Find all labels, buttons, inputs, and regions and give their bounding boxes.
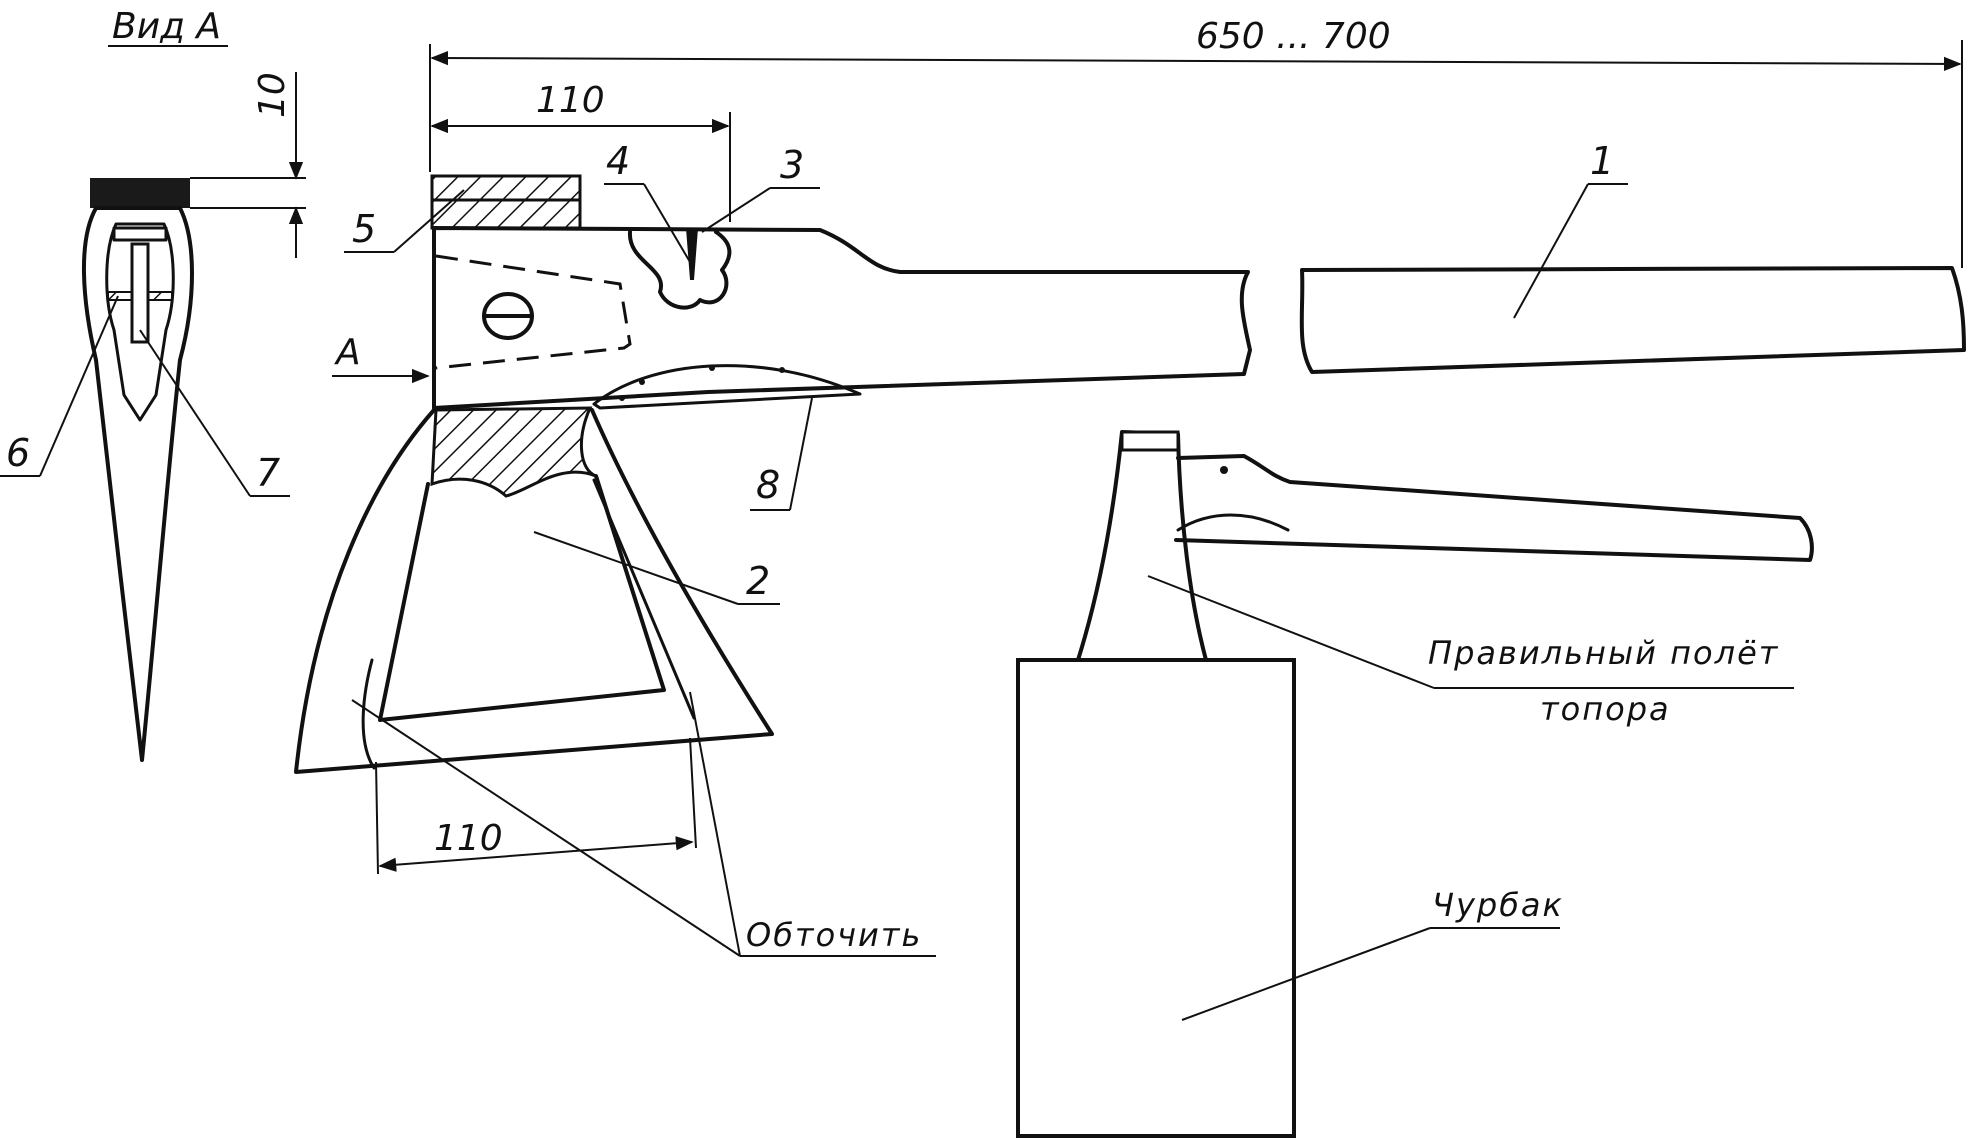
callout-7: 7 xyxy=(256,451,280,495)
head-cap xyxy=(430,174,582,230)
flight-leader xyxy=(1147,575,1435,689)
small-axe-cap xyxy=(1120,430,1180,452)
eye-wedge-dashed xyxy=(435,254,632,370)
callout-3: 3 xyxy=(780,143,804,187)
callout-3-leader xyxy=(701,187,771,233)
grind-leader-2 xyxy=(689,691,741,957)
view-a-group: Вид А 10 6 7 xyxy=(0,6,306,762)
blade-width-dimension: 110 xyxy=(434,818,503,859)
view-a-label: Вид А xyxy=(112,6,221,47)
handle-notch xyxy=(627,230,732,310)
callout-6-leader xyxy=(39,295,119,477)
blade-chamfer-right xyxy=(592,478,696,720)
overall-length-dimension: 650 ... 700 xyxy=(1196,16,1391,57)
axe-on-block-group: Правильный полёт топора Чурбак xyxy=(1016,430,1814,1138)
handle-left-outline xyxy=(432,226,1252,410)
grind-leader-1 xyxy=(351,699,741,957)
blade-dim-line xyxy=(378,836,694,872)
head-section-hatched xyxy=(430,406,597,498)
blade-dim-ext-right xyxy=(689,737,697,849)
callout-5-leader xyxy=(393,189,465,253)
view-a-blade-outline xyxy=(81,206,194,762)
section-marker: А xyxy=(334,332,361,373)
callout-2-leader xyxy=(533,531,739,605)
block-leader xyxy=(1181,927,1431,1021)
wooden-wedge xyxy=(592,364,862,410)
callout-8-leader xyxy=(789,397,813,511)
view-a-eye-outline xyxy=(105,222,175,422)
small-axe-nail xyxy=(1220,466,1228,474)
nail xyxy=(686,228,698,280)
view-a-central-wedge xyxy=(130,242,150,344)
callout-5: 5 xyxy=(352,207,376,251)
flight-note-line2: топора xyxy=(1540,690,1671,728)
wedge-nail-4 xyxy=(619,395,625,401)
main-axe-group: 650 ... 700 110 А xyxy=(294,16,1966,957)
callout-6: 6 xyxy=(6,431,30,475)
wedge-nail-3 xyxy=(779,367,785,373)
callout-4-leader xyxy=(643,183,691,263)
callout-1: 1 xyxy=(1590,139,1614,183)
grind-note: Обточить xyxy=(746,916,922,954)
callout-4: 4 xyxy=(606,139,630,183)
chopping-block xyxy=(1016,658,1296,1138)
blade-chamfer-left xyxy=(378,474,666,722)
wedge-nail-1 xyxy=(639,379,645,385)
small-axe-handle xyxy=(1174,454,1814,562)
flight-note-line1: Правильный полёт xyxy=(1428,634,1779,672)
view-a-depth-dimension: 10 xyxy=(252,72,293,118)
callout-8: 8 xyxy=(756,463,780,507)
small-axe-handle-wedge xyxy=(1176,513,1290,532)
block-note: Чурбак xyxy=(1432,886,1564,924)
view-a-wedge-cap xyxy=(90,178,190,208)
blade-dim-ext-left xyxy=(375,761,379,875)
blade-grind-edge xyxy=(361,658,376,770)
axe-blade-outline xyxy=(294,408,774,774)
handle-right-outline xyxy=(1299,266,1966,374)
head-length-dimension: 110 xyxy=(536,80,605,121)
small-axe-head xyxy=(1076,430,1208,662)
callout-7-leader xyxy=(139,329,251,497)
callout-2: 2 xyxy=(746,559,770,603)
view-a-collar xyxy=(112,226,168,242)
overall-dim-line xyxy=(430,50,1962,72)
callout-1-leader xyxy=(1513,183,1589,319)
wedge-nail-2 xyxy=(709,365,715,371)
